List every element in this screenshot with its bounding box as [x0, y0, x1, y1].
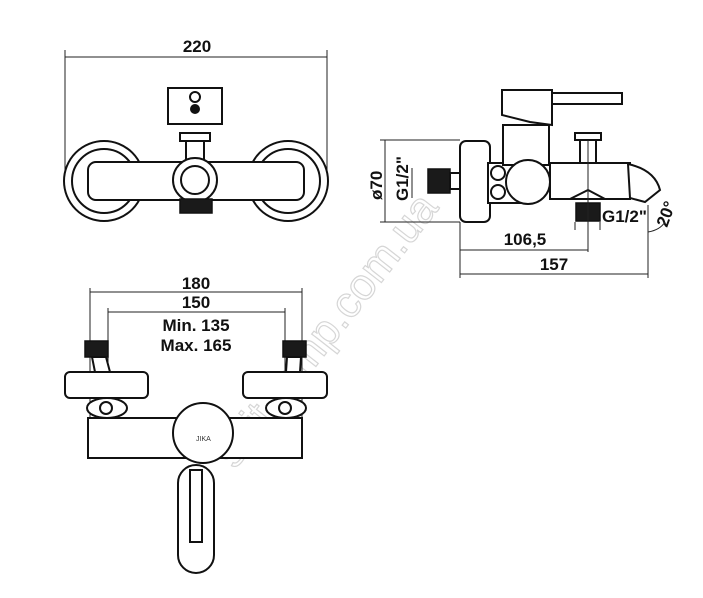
outlet-thread-label: G1/2"	[602, 207, 647, 226]
width-dimension-220: 220	[183, 37, 211, 56]
spout-offset-dimension: 106,5	[504, 230, 547, 249]
depth-dimension: 157	[540, 255, 568, 274]
outer-width-dimension: 180	[182, 274, 210, 293]
inlet-thread-label: G1/2"	[393, 156, 412, 201]
front-view: 220	[63, 37, 329, 222]
min-distance-label: Min. 135	[162, 316, 229, 335]
bottom-view: 180 150 Min. 135 Max. 165 JIKA	[64, 274, 328, 574]
angle-label: 20°	[653, 199, 680, 230]
max-distance-label: Max. 165	[161, 336, 232, 355]
center-distance-dimension: 150	[182, 293, 210, 312]
diameter-label: ø70	[367, 171, 386, 200]
side-view: ø70 G1/2" G1/2" 20° 106,5 157	[367, 89, 680, 278]
brand-logo: JIKA	[196, 436, 211, 443]
